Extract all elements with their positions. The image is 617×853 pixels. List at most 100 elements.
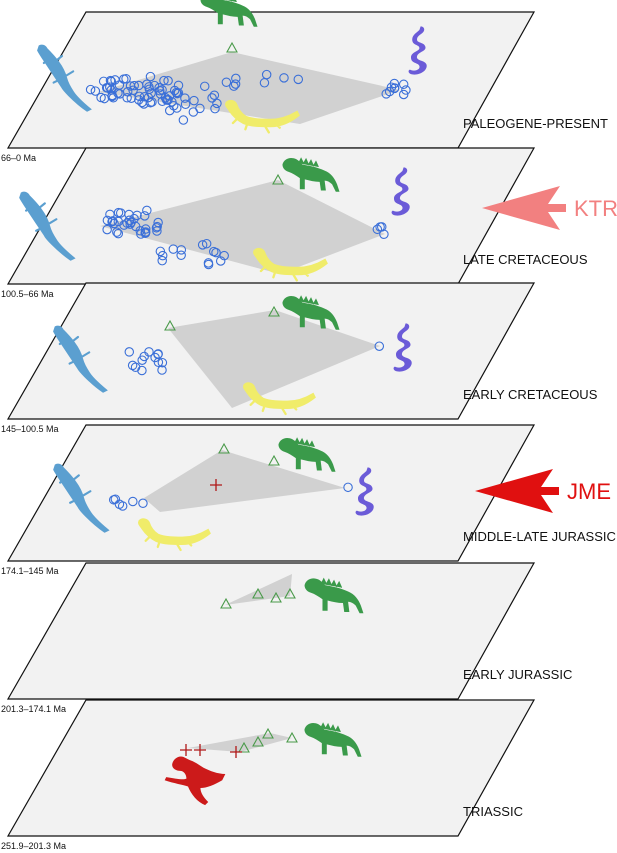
taxon-circle-marker bbox=[230, 79, 241, 89]
event-arrow-ktr: KTR bbox=[482, 186, 617, 230]
era-label: EARLY CRETACEOUS bbox=[463, 387, 598, 402]
taxon-cross-marker bbox=[210, 479, 222, 491]
taxon-circle-marker bbox=[211, 247, 221, 258]
taxon-circle-marker bbox=[169, 85, 180, 96]
layer-5: EARLY JURASSIC 201.3–174.1 Ma bbox=[1, 562, 572, 714]
taxon-circle-marker bbox=[122, 218, 132, 228]
taxon-circle-marker bbox=[107, 90, 117, 101]
taxon-circle-marker bbox=[135, 226, 145, 236]
taxon-circle-marker bbox=[398, 79, 409, 90]
taxon-circle-marker bbox=[145, 71, 156, 82]
taxon-circle-marker bbox=[343, 482, 353, 493]
taxon-circle-marker bbox=[176, 245, 187, 255]
taxon-circle-marker bbox=[90, 86, 101, 96]
taxon-circle-marker bbox=[144, 84, 155, 94]
disparity-hull bbox=[144, 450, 345, 512]
taxon-circle-marker bbox=[137, 365, 147, 376]
taxon-circle-marker bbox=[215, 256, 226, 266]
era-label: LATE CRETACEOUS bbox=[463, 252, 588, 267]
taxon-circle-marker bbox=[85, 84, 96, 95]
taxon-triangle-marker bbox=[284, 587, 296, 599]
taxon-circle-marker bbox=[389, 78, 400, 89]
age-range-label: 174.1–145 Ma bbox=[1, 566, 59, 576]
taxon-circle-marker bbox=[151, 223, 162, 233]
age-range-label: 100.5–66 Ma bbox=[1, 289, 54, 299]
taxon-circle-marker bbox=[293, 74, 304, 85]
taxon-triangle-marker bbox=[270, 591, 282, 603]
taxon-circle-marker bbox=[159, 75, 169, 86]
taxon-triangle-marker bbox=[286, 731, 298, 743]
taxon-circle-marker bbox=[147, 97, 157, 107]
taxon-circle-marker bbox=[96, 92, 106, 103]
taxon-circle-marker bbox=[128, 496, 138, 507]
taxon-circle-marker bbox=[389, 83, 400, 93]
taxon-circle-marker bbox=[221, 77, 232, 87]
taxon-circle-marker bbox=[157, 250, 168, 261]
arrow-shape bbox=[475, 469, 559, 513]
taxon-circle-marker bbox=[142, 205, 152, 216]
taxon-circle-marker bbox=[139, 211, 150, 221]
layer-3: EARLY CRETACEOUS 145–100.5 Ma bbox=[1, 282, 598, 434]
era-label: MIDDLE-LATE JURASSIC bbox=[463, 529, 616, 544]
taxon-circle-marker bbox=[157, 357, 168, 368]
taxon-circle-marker bbox=[381, 89, 391, 99]
age-range-label: 201.3–174.1 Ma bbox=[1, 704, 66, 714]
taxon-circle-marker bbox=[140, 224, 151, 234]
taxon-circle-marker bbox=[178, 115, 189, 125]
disparity-hull bbox=[168, 310, 380, 408]
layer-4: MIDDLE-LATE JURASSIC 174.1–145 Ma bbox=[1, 424, 616, 576]
taxon-circle-marker bbox=[163, 76, 173, 86]
taxon-circle-marker bbox=[398, 89, 409, 100]
taxon-circle-marker bbox=[113, 228, 124, 239]
taxon-circle-marker bbox=[157, 96, 168, 107]
taxon-triangle-marker bbox=[238, 741, 250, 753]
taxon-circle-marker bbox=[172, 103, 182, 113]
taxon-circle-marker bbox=[136, 229, 146, 239]
taxon-circle-marker bbox=[279, 73, 289, 83]
taxon-circle-marker bbox=[129, 80, 139, 91]
taxon-circle-marker bbox=[108, 216, 118, 226]
taxon-circle-marker bbox=[180, 93, 190, 103]
era-label: EARLY JURASSIC bbox=[463, 667, 572, 682]
taxon-circle-marker bbox=[153, 217, 163, 228]
taxon-circle-marker bbox=[112, 227, 122, 237]
taxon-circle-marker bbox=[137, 355, 147, 365]
taxon-circle-marker bbox=[231, 73, 241, 84]
taxon-circle-marker bbox=[157, 365, 167, 375]
age-range-label: 145–100.5 Ma bbox=[1, 424, 59, 434]
taxon-circle-marker bbox=[201, 238, 212, 249]
event-arrow-jme: JME bbox=[475, 469, 611, 513]
taxon-circle-marker bbox=[144, 347, 154, 357]
taxon-circle-marker bbox=[153, 349, 163, 359]
taxon-circle-marker bbox=[138, 498, 148, 509]
taxon-circle-marker bbox=[210, 103, 220, 114]
taxon-circle-marker bbox=[259, 78, 270, 88]
taxon-triangle-marker bbox=[218, 442, 230, 454]
taxon-circle-marker bbox=[195, 103, 205, 114]
age-range-label: 66–0 Ma bbox=[1, 153, 36, 163]
taxon-circle-marker bbox=[109, 218, 119, 229]
taxon-circle-marker bbox=[128, 85, 138, 95]
taxon-triangle-marker bbox=[164, 319, 176, 331]
taxon-circle-marker bbox=[372, 224, 383, 235]
taxon-circle-marker bbox=[105, 209, 115, 220]
event-label: JME bbox=[567, 479, 611, 504]
taxon-circle-marker bbox=[101, 82, 112, 93]
taxon-circle-marker bbox=[113, 88, 123, 98]
disparity-hull bbox=[100, 180, 385, 274]
taxon-circle-marker bbox=[167, 97, 177, 107]
taxon-circle-marker bbox=[180, 99, 191, 110]
taxon-circle-marker bbox=[401, 85, 411, 95]
taxon-triangle-marker bbox=[252, 587, 264, 599]
taxon-triangle-marker bbox=[226, 41, 238, 53]
taxon-cross-marker bbox=[230, 746, 242, 758]
taxon-triangle-marker bbox=[268, 305, 280, 317]
taxon-circle-marker bbox=[137, 97, 147, 108]
taxon-triangle-marker bbox=[252, 735, 264, 747]
era-label: PALEOGENE-PRESENT bbox=[463, 116, 608, 131]
taxon-circle-marker bbox=[134, 95, 144, 105]
layer-1: PALEOGENE-PRESENT 66–0 Ma bbox=[1, 0, 608, 163]
morphospace-plane bbox=[6, 699, 536, 837]
taxon-triangle-marker bbox=[272, 173, 284, 185]
